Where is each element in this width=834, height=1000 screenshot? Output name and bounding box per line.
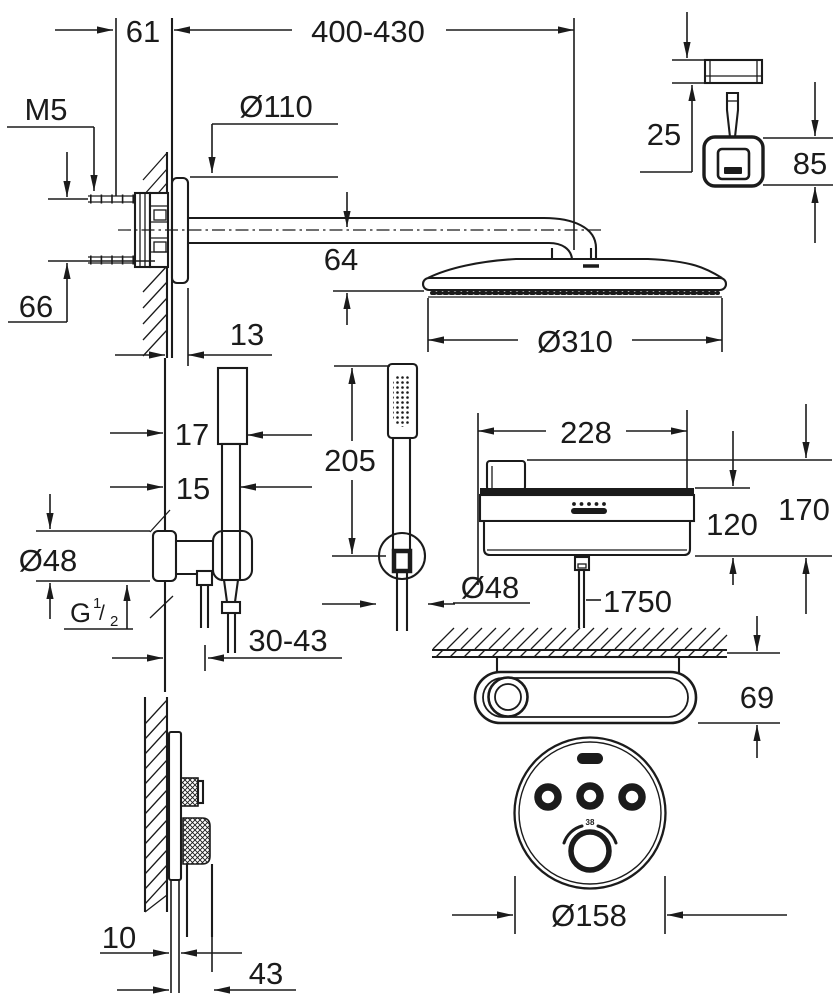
dim-label-m5: M5: [24, 92, 67, 127]
dim-label-dia110: Ø110: [239, 89, 313, 124]
module-grille: [571, 502, 607, 514]
g12-numerator: 1: [93, 595, 101, 612]
concealed-valve-side-view: 10 43: [100, 697, 296, 994]
button-left: [534, 783, 562, 811]
hand-shower-shaft: [391, 436, 412, 537]
thread-label-g12: G 1 / 2: [64, 585, 133, 630]
m5-screw-bottom: [88, 255, 135, 265]
wall-module-side-view: 228 1750 120 170: [477, 404, 832, 628]
remote-button-mark: [724, 167, 742, 174]
module-knob: [485, 459, 527, 492]
hook-clip: [391, 548, 413, 574]
dim-label-dia158: Ø158: [551, 898, 627, 933]
remote-control-detail-view: 25 85: [640, 12, 833, 243]
temperature-scale-arc-right: [596, 824, 618, 845]
wall-tick-marks: [149, 509, 174, 619]
module-mount-block: [495, 655, 681, 675]
dim-label-400-430: 400-430: [311, 14, 425, 49]
hand-shower-handle-side: [216, 366, 249, 446]
g12-slash: /: [99, 602, 105, 625]
dim-label-dia48-hook: Ø48: [461, 570, 520, 605]
dim-label-13: 13: [230, 317, 264, 352]
valve-wall-hatch: [144, 699, 168, 913]
dim-label-17: 17: [175, 417, 209, 452]
dim-label-170: 170: [778, 492, 830, 527]
temperature-ring: [568, 829, 612, 873]
antenna: [725, 91, 740, 139]
dim-label-69: 69: [740, 680, 774, 715]
dim-label-120: 120: [706, 507, 758, 542]
thermostat-plate-inner: [518, 741, 662, 885]
hand-shower-holder-side-view: 17 15 Ø48 G 1 / 2 30-43: [19, 358, 342, 692]
holder-ring: [211, 529, 254, 582]
module-pill-outer: [473, 670, 698, 725]
remote-button-outline: [716, 147, 751, 181]
dim-label-25: 25: [647, 117, 681, 152]
dim-label-15: 15: [176, 471, 210, 506]
g12-denominator: 2: [110, 613, 118, 630]
brand-pill: [577, 753, 603, 764]
hose-nut: [220, 600, 242, 615]
temperature-38-mark: 38: [586, 818, 595, 827]
holder-wall-flange: [151, 529, 178, 583]
arm-elbow: [543, 216, 598, 260]
ceiling-hatch: [432, 627, 728, 650]
module-top-band: [480, 488, 694, 495]
head-dome: [427, 257, 723, 279]
temperature-scale-arc-left: [562, 824, 584, 845]
ceiling-module-view: 69: [432, 616, 780, 758]
dim-label-dia48-left: Ø48: [19, 543, 78, 578]
valve-plate: [167, 730, 183, 882]
thermostat-plate-outer: [513, 736, 667, 890]
button-right: [618, 783, 646, 811]
dim-label-205: 205: [324, 443, 376, 478]
ceiling-band-ticks: [435, 649, 724, 658]
spray-face-dots: [393, 374, 411, 427]
dim-label-10: 10: [102, 920, 136, 955]
m5-screw-top: [88, 194, 135, 204]
dim-label-61: 61: [126, 14, 160, 49]
dim-label-66: 66: [19, 289, 53, 324]
hand-shower-shaft-side: [220, 442, 242, 582]
dim-label-dia310: Ø310: [537, 324, 613, 359]
shower-arm-side-view: 61 400-430 M5 Ø110: [7, 14, 604, 366]
dim-label-30-43: 30-43: [248, 623, 327, 658]
button-center: [576, 782, 604, 810]
module-pill-inner: [482, 677, 689, 718]
head-rim: [421, 276, 728, 292]
module-end-circle-inner: [494, 683, 522, 711]
dim-label-1750: 1750: [603, 584, 672, 619]
dim-label-85: 85: [793, 146, 827, 181]
dim-label-43: 43: [249, 956, 283, 991]
dim-label-64: 64: [324, 242, 358, 277]
hand-shower-front-view: 205 Ø48: [322, 362, 530, 631]
dim-label-228: 228: [560, 415, 612, 450]
valve-knob-lower: [182, 817, 211, 865]
thermostat-front-view: 38 Ø158: [452, 736, 787, 934]
remote-holder-top-view: [703, 58, 764, 85]
hose-cone: [222, 579, 240, 603]
head-shower-side-view: Ø310: [421, 257, 728, 359]
outlet-stub-cap: [195, 569, 214, 587]
module-lower-body: [482, 519, 692, 557]
valve-knob-upper: [180, 777, 199, 807]
valve-knob-upper-cap: [196, 779, 205, 805]
g12-letter: G: [70, 598, 91, 628]
